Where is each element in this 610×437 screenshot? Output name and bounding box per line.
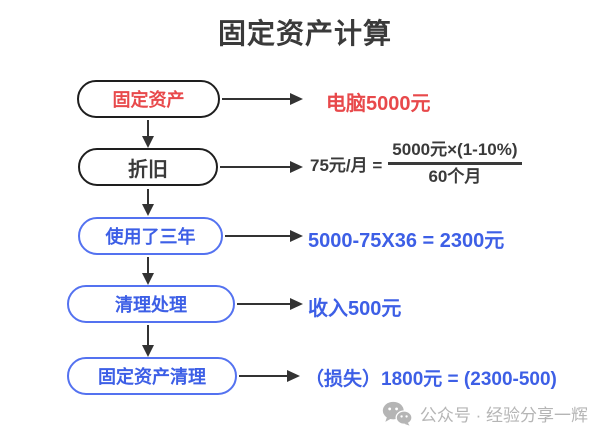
result-computer-price: 电脑5000元 [326,93,431,115]
flow-node-label: 折旧 [128,158,168,181]
wechat-icon [382,401,412,426]
arrow-right-2 [220,161,303,173]
result-loss: （损失）1800元 = (2300-500) [305,369,557,390]
arrow-down-2 [142,189,154,216]
flow-node-label: 固定资产 [112,90,185,110]
result-book-value: 5000-75X36 = 2300元 [308,230,505,252]
flow-node-fixed-asset-disposal: 固定资产清理 [67,357,237,395]
arrow-down-3 [142,257,154,285]
result-income: 收入500元 [308,298,402,320]
arrow-right-5 [239,370,300,382]
flow-node-label: 固定资产清理 [98,367,206,387]
flow-node-used-three-years: 使用了三年 [78,217,223,255]
formula-fraction: 5000元×(1-10%) 60个月 [388,140,522,187]
watermark: 公众号 · 经验分享一辉 [382,401,588,426]
flow-node-fixed-asset: 固定资产 [77,80,220,118]
flow-node-depreciation: 折旧 [78,148,218,186]
watermark-text: 公众号 · 经验分享一辉 [419,406,588,425]
flow-node-label: 清理处理 [115,295,187,315]
fraction-numerator: 5000元×(1-10%) [392,140,518,159]
flow-node-disposal: 清理处理 [67,285,235,323]
arrow-right-1 [222,93,303,105]
arrow-down-4 [142,325,154,357]
arrow-right-3 [225,230,303,242]
arrow-down-1 [142,120,154,148]
depreciation-formula: 75元/月 = 5000元×(1-10%) 60个月 [310,140,522,186]
flow-node-label: 使用了三年 [105,227,196,247]
page-title: 固定资产计算 [217,18,392,49]
arrow-right-4 [237,298,303,310]
formula-prefix: 75元/月 = [310,155,383,175]
fraction-denominator: 60个月 [388,161,522,187]
